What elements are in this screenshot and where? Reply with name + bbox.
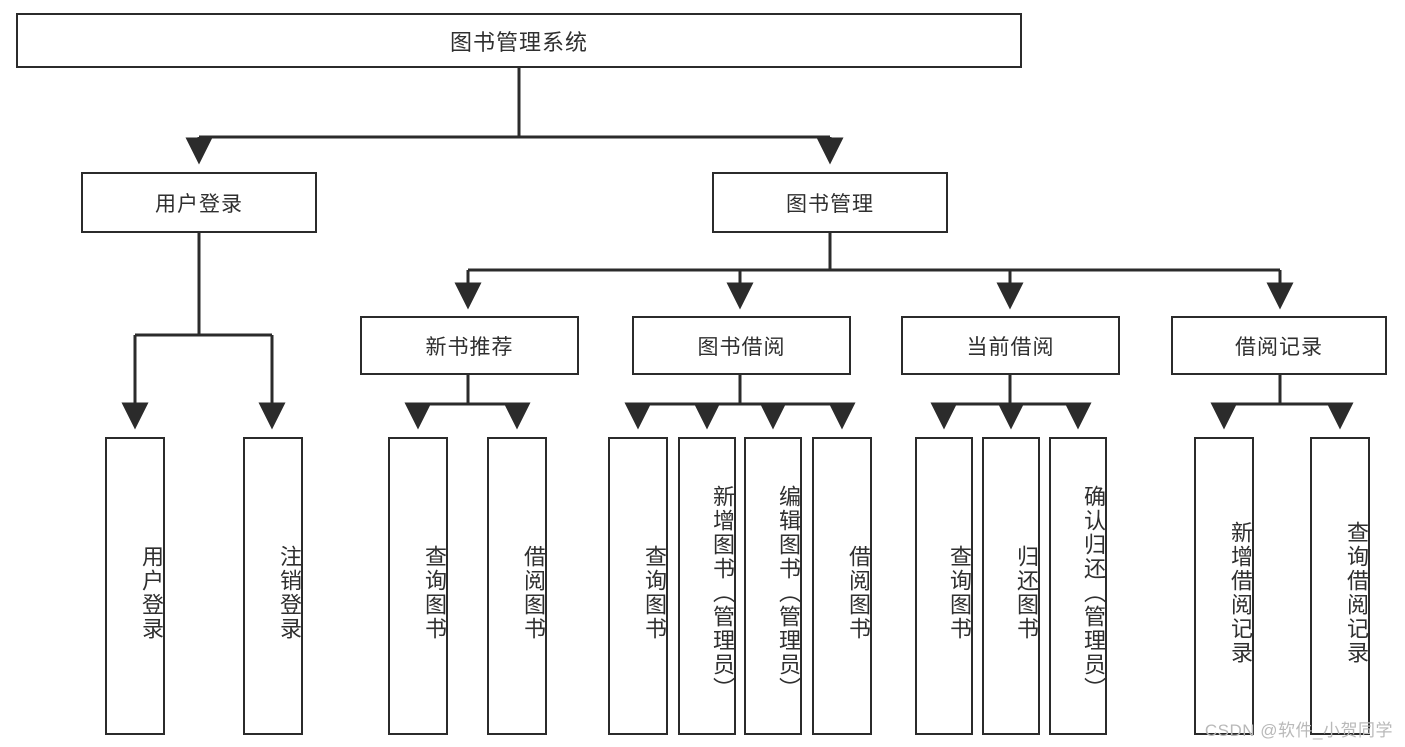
node-current-borrow[interactable]: 当前借阅 bbox=[901, 316, 1120, 375]
leaf-confirm-return-admin-label: 确认归还（管理员） bbox=[1081, 485, 1106, 701]
node-new-book-recommend-label: 新书推荐 bbox=[425, 335, 514, 359]
leaf-add-borrow-record[interactable]: 新增借阅记录 bbox=[1194, 437, 1254, 735]
leaf-recommend-query-book[interactable]: 查询图书 bbox=[388, 437, 448, 735]
leaf-borrow-book[interactable]: 借阅图书 bbox=[812, 437, 872, 735]
node-borrow-record[interactable]: 借阅记录 bbox=[1171, 316, 1387, 375]
leaf-borrow-query-book-label: 查询图书 bbox=[642, 545, 667, 641]
leaf-current-query-book[interactable]: 查询图书 bbox=[915, 437, 973, 735]
node-current-borrow-label: 当前借阅 bbox=[966, 335, 1055, 359]
leaf-edit-book-admin[interactable]: 编辑图书（管理员） bbox=[744, 437, 802, 735]
node-borrow-record-label: 借阅记录 bbox=[1235, 335, 1323, 359]
node-root-label: 图书管理系统 bbox=[449, 29, 588, 55]
leaf-current-query-book-label: 查询图书 bbox=[947, 545, 972, 641]
leaf-query-borrow-record-label: 查询借阅记录 bbox=[1344, 521, 1369, 665]
leaf-user-login[interactable]: 用户登录 bbox=[105, 437, 165, 735]
leaf-user-logout-label: 注销登录 bbox=[277, 545, 302, 641]
node-user-login-label: 用户登录 bbox=[155, 192, 243, 216]
leaf-return-book-label: 归还图书 bbox=[1014, 545, 1039, 641]
leaf-return-book[interactable]: 归还图书 bbox=[982, 437, 1040, 735]
leaf-user-login-label: 用户登录 bbox=[139, 545, 164, 641]
node-book-management-label: 图书管理 bbox=[786, 192, 874, 216]
node-user-login[interactable]: 用户登录 bbox=[81, 172, 317, 233]
leaf-borrow-query-book[interactable]: 查询图书 bbox=[608, 437, 668, 735]
leaf-recommend-query-book-label: 查询图书 bbox=[422, 545, 447, 641]
node-root[interactable]: 图书管理系统 bbox=[16, 13, 1022, 68]
leaf-edit-book-admin-label: 编辑图书（管理员） bbox=[776, 485, 801, 701]
node-new-book-recommend[interactable]: 新书推荐 bbox=[360, 316, 579, 375]
node-book-management[interactable]: 图书管理 bbox=[712, 172, 948, 233]
leaf-recommend-borrow-book[interactable]: 借阅图书 bbox=[487, 437, 547, 735]
leaf-add-book-admin[interactable]: 新增图书（管理员） bbox=[678, 437, 736, 735]
node-book-borrow-label: 图书借阅 bbox=[697, 335, 786, 359]
leaf-recommend-borrow-book-label: 借阅图书 bbox=[521, 545, 546, 641]
leaf-query-borrow-record[interactable]: 查询借阅记录 bbox=[1310, 437, 1370, 735]
node-book-borrow[interactable]: 图书借阅 bbox=[632, 316, 851, 375]
leaf-borrow-book-label: 借阅图书 bbox=[846, 545, 871, 641]
leaf-add-borrow-record-label: 新增借阅记录 bbox=[1228, 521, 1253, 665]
leaf-user-logout[interactable]: 注销登录 bbox=[243, 437, 303, 735]
leaf-add-book-admin-label: 新增图书（管理员） bbox=[710, 485, 735, 701]
watermark: CSDN @软件_小贺同学 bbox=[1204, 721, 1393, 740]
leaf-confirm-return-admin[interactable]: 确认归还（管理员） bbox=[1049, 437, 1107, 735]
